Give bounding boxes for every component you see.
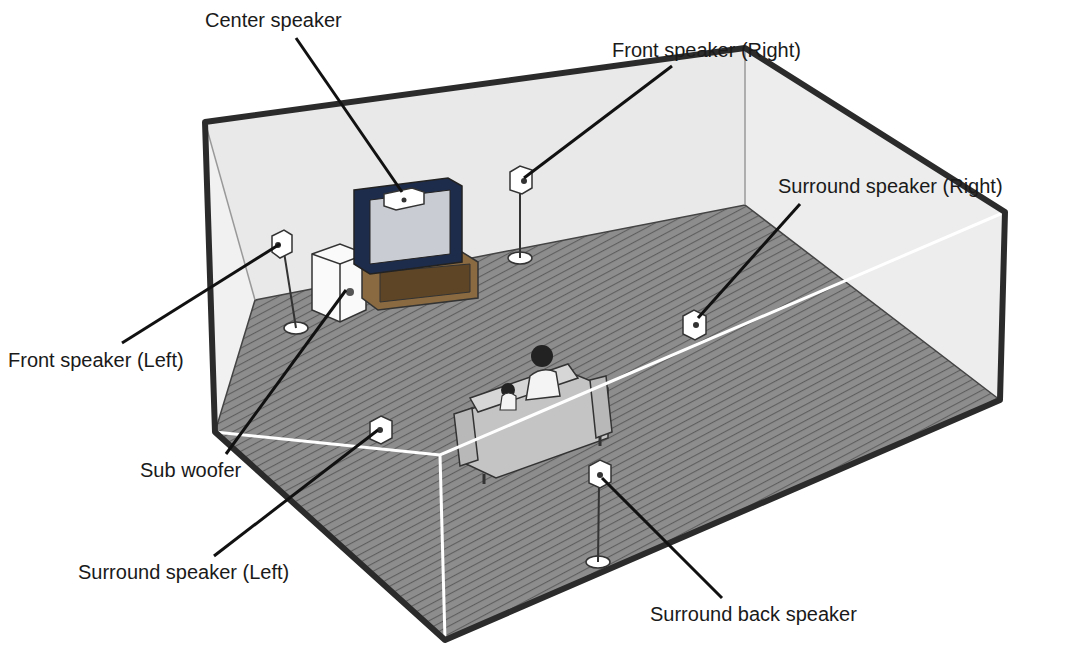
front-right-speaker — [510, 166, 532, 194]
callout-label: Front speaker (Right) — [612, 38, 801, 62]
callout-label: Sub woofer — [140, 458, 241, 482]
front-left-speaker — [272, 230, 292, 258]
leader-lines — [122, 38, 800, 598]
callout-label: Center speaker — [205, 8, 342, 32]
room-outline — [205, 48, 1005, 640]
room-walls — [205, 48, 1005, 640]
callout-label: Front speaker (Left) — [8, 348, 184, 372]
callout-label: Surround speaker (Right) — [778, 174, 1003, 198]
person — [500, 345, 560, 410]
callout-label: Surround speaker (Left) — [78, 560, 289, 584]
center-speaker — [384, 188, 424, 210]
television — [354, 178, 462, 274]
floor — [215, 205, 1000, 640]
callout-label: Surround back speaker — [650, 602, 857, 626]
surround-left-speaker — [370, 416, 392, 444]
